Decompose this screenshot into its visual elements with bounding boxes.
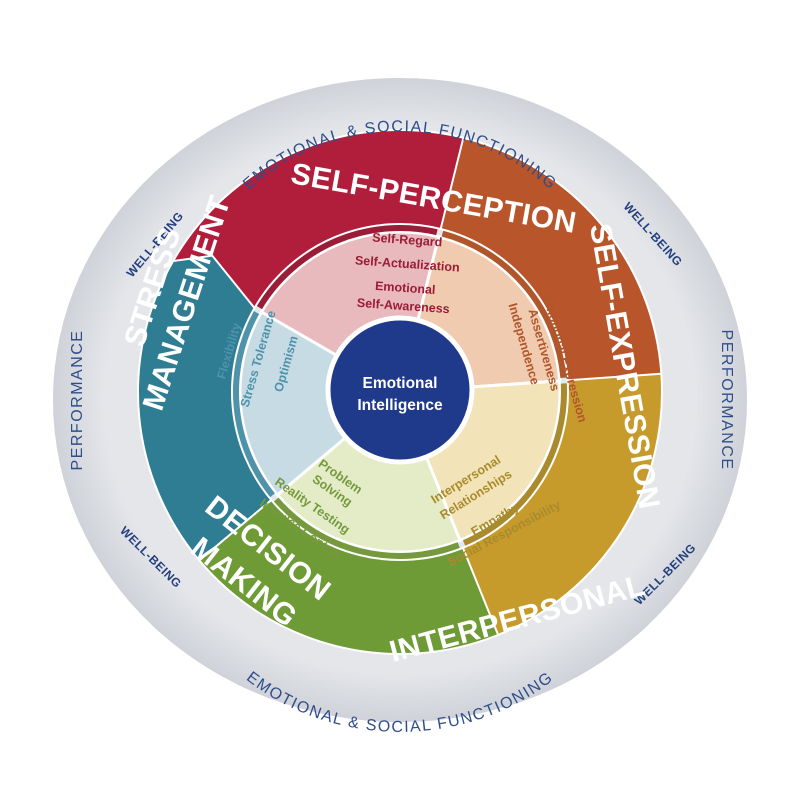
subscale-emotional-line1: Emotional bbox=[375, 279, 436, 297]
wedge-stress-management bbox=[238, 309, 403, 497]
ring-label-right: PERFORMANCE bbox=[718, 330, 735, 471]
composite-bands bbox=[137, 129, 663, 655]
ring-label-left: PERFORMANCE bbox=[69, 330, 86, 471]
accent-arc-stress-management bbox=[233, 311, 275, 498]
center-label-line1: Emotional bbox=[363, 375, 438, 392]
accent-arc-decision-making bbox=[273, 497, 460, 559]
band-stress-management bbox=[137, 254, 273, 562]
subscale-self-awareness: Self-Awareness bbox=[356, 296, 450, 316]
subscale-self-regard: Self-Regard bbox=[372, 231, 443, 250]
accent-arc-self-perception bbox=[256, 225, 438, 310]
center-circle bbox=[325, 315, 475, 465]
accent-arc-interpersonal bbox=[462, 383, 567, 546]
subscales-self-perception: Self-Regard Self-Actualization Emotional… bbox=[354, 231, 460, 317]
accent-arc-self-expression bbox=[441, 230, 567, 378]
center-label-line2: Intelligence bbox=[357, 397, 443, 414]
